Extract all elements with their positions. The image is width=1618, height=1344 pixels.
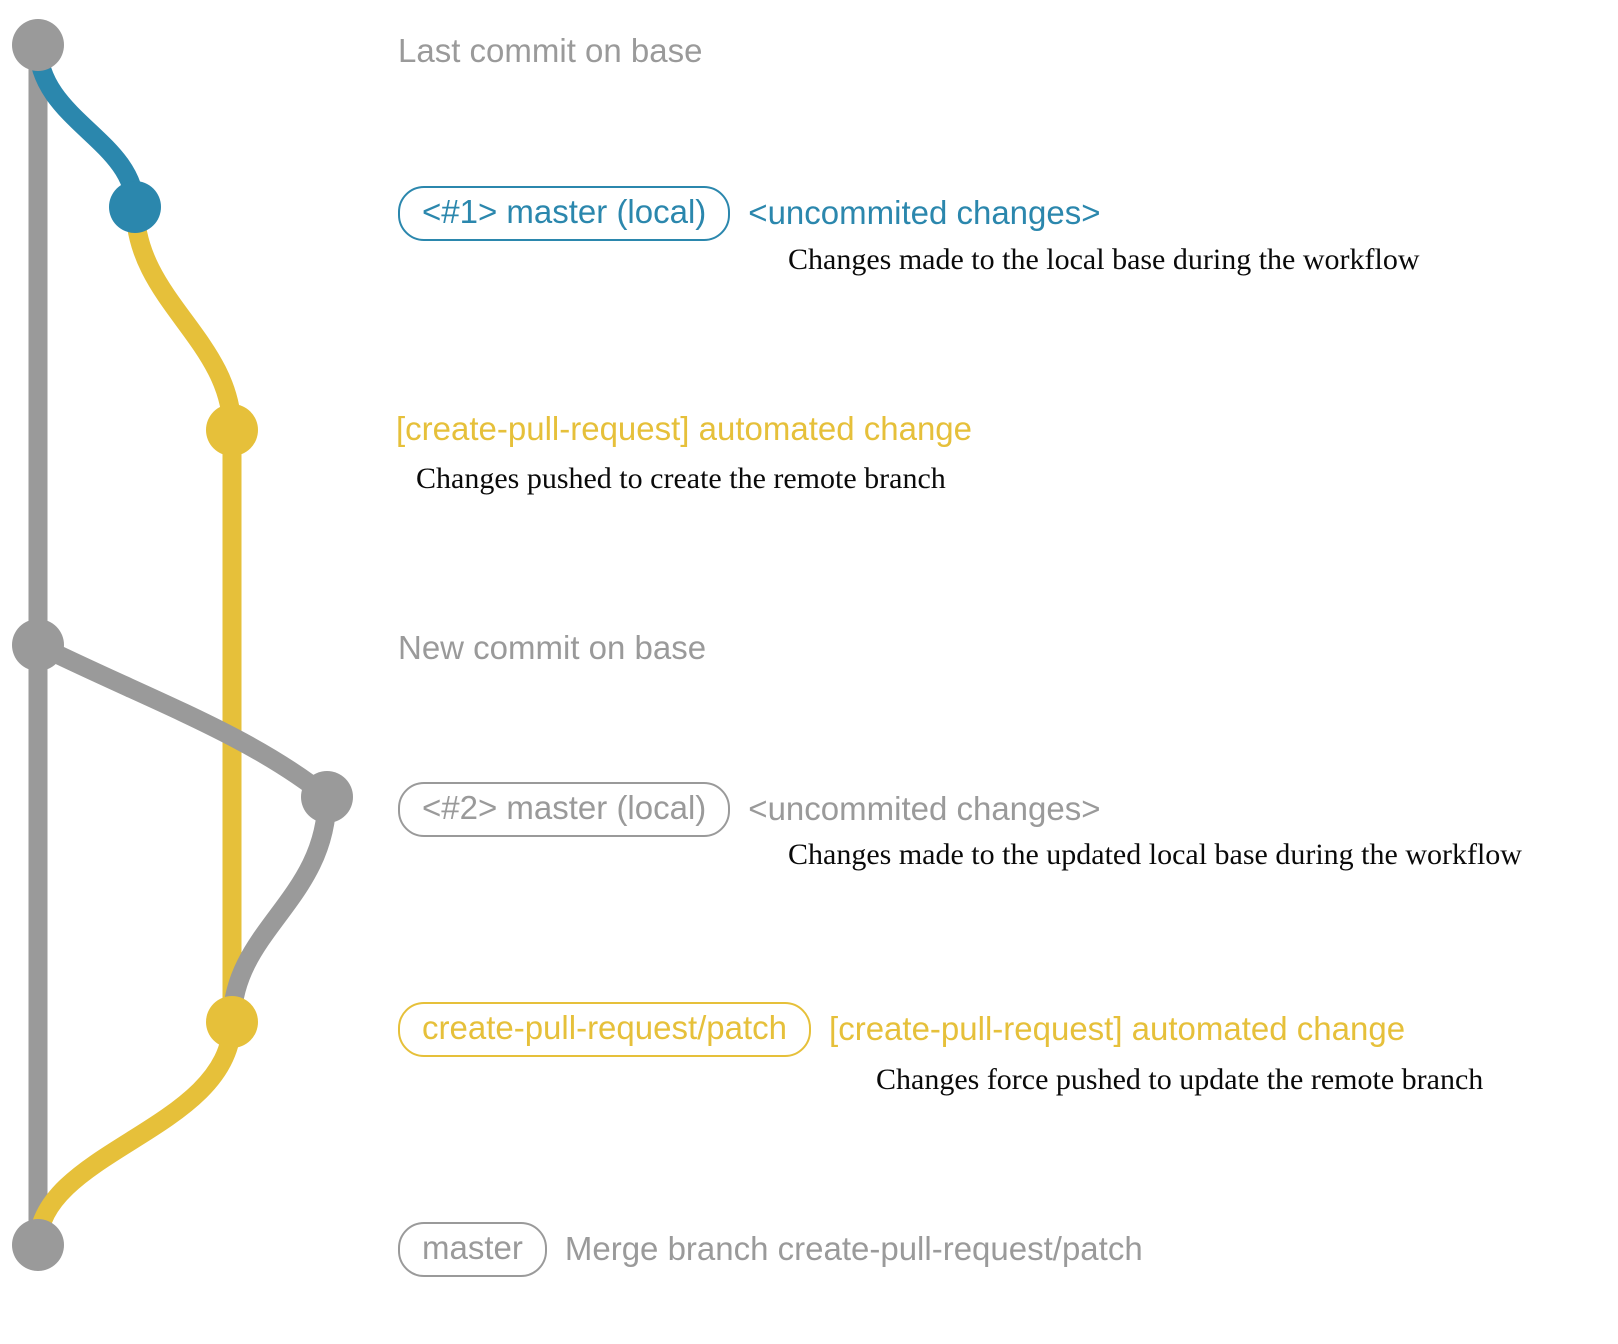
node-base-head <box>12 19 64 71</box>
node-local-2 <box>301 771 353 823</box>
branch-badge-master[interactable]: master <box>398 1222 547 1277</box>
note-automated-change-1: Changes pushed to create the remote bran… <box>416 462 946 495</box>
note-local-1: Changes made to the local base during th… <box>788 243 1420 276</box>
node-patch-1 <box>206 404 258 456</box>
branch-badge-local-1[interactable]: <#1> master (local) <box>398 186 731 241</box>
commit-row-automated-change-2: create-pull-request/patch [create-pull-r… <box>398 1002 1405 1057</box>
commit-message-local-1: <uncommited changes> <box>748 194 1101 231</box>
edge-local1-to-patch1 <box>125 197 242 440</box>
commit-row-merge: master Merge branch create-pull-request/… <box>398 1222 1143 1277</box>
edge-local2-to-patch2 <box>222 787 337 1032</box>
edge-basenew-to-local2 <box>28 635 337 807</box>
node-base-new <box>12 619 64 671</box>
branch-badge-create-pull-request-patch[interactable]: create-pull-request/patch <box>398 1002 812 1057</box>
commit-row-local-1: <#1> master (local) <uncommited changes> <box>398 186 1101 241</box>
commit-message-local-2: <uncommited changes> <box>748 790 1101 827</box>
branch-badge-local-2[interactable]: <#2> master (local) <box>398 782 731 837</box>
commit-message-automated-change-1: [create-pull-request] automated change <box>396 410 973 447</box>
node-patch-2 <box>206 996 258 1048</box>
note-automated-change-2: Changes force pushed to update the remot… <box>876 1063 1484 1096</box>
commit-row-local-2: <#2> master (local) <uncommited changes> <box>398 782 1101 837</box>
commit-message-new-commit-on-base: New commit on base <box>398 629 707 666</box>
note-local-2: Changes made to the updated local base d… <box>788 838 1522 871</box>
edge-patch2-to-merge <box>28 1012 242 1255</box>
commit-message-automated-change-2: [create-pull-request] automated change <box>829 1010 1406 1047</box>
commit-message-last-commit-on-base: Last commit on base <box>398 32 703 69</box>
node-base-merge <box>12 1219 64 1271</box>
commit-message-merge: Merge branch create-pull-request/patch <box>564 1230 1143 1267</box>
node-local-1 <box>109 181 161 233</box>
